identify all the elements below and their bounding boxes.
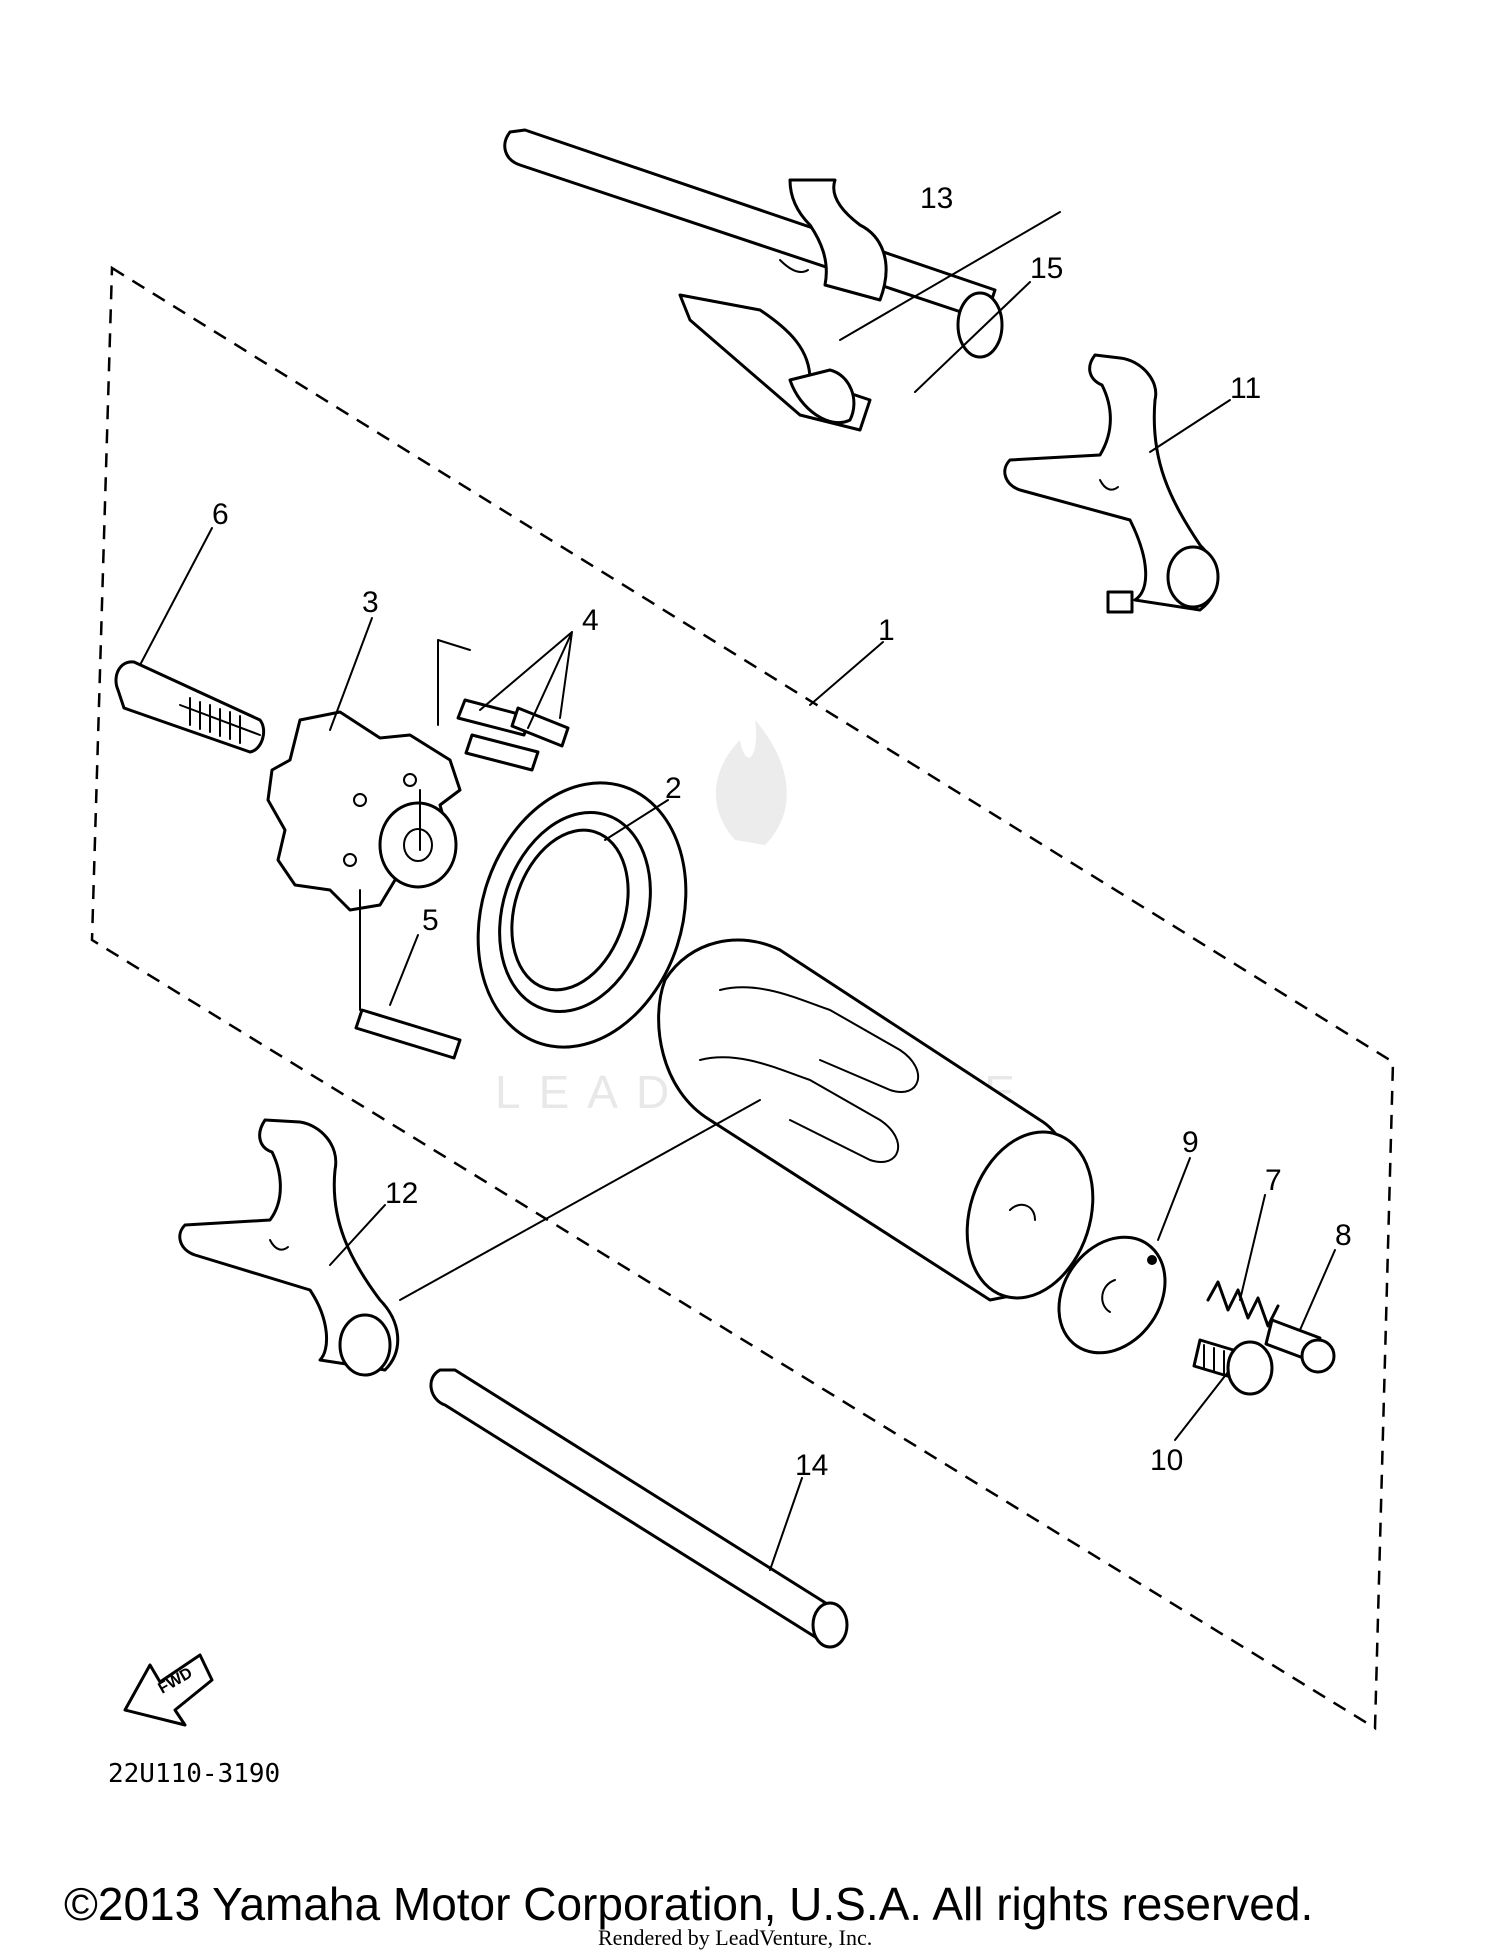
rendered-by: Rendered by LeadVenture, Inc.	[598, 1925, 872, 1950]
pin-5	[354, 889, 462, 1060]
callout-10: 10	[1150, 1444, 1183, 1477]
callout-9: 9	[1182, 1126, 1199, 1159]
callout-7: 7	[1265, 1164, 1282, 1197]
callout-3: 3	[362, 586, 379, 619]
fwd-arrow-icon: FWD	[123, 1653, 214, 1727]
callout-4: 4	[582, 604, 599, 637]
shift-fork-11	[1003, 353, 1220, 614]
callout-15: 15	[1030, 252, 1063, 285]
callout-14: 14	[795, 1449, 828, 1482]
shift-fork-12	[178, 1118, 400, 1377]
callout-6: 6	[212, 498, 229, 531]
drum-fork-leader	[399, 1099, 761, 1301]
shift-fork-13	[503, 128, 1004, 432]
callout-numbers: 1 2 3 4 5 6 7 8 9 10 11 12 13 14 15	[212, 182, 1352, 1482]
callout-11: 11	[1230, 372, 1261, 405]
callout-2: 2	[665, 772, 682, 805]
bolt-6	[114, 660, 266, 754]
diagram-code: 22U110-3190	[108, 1759, 280, 1789]
segment-3	[266, 710, 462, 912]
callout-8: 8	[1335, 1219, 1352, 1252]
callout-12: 12	[385, 1177, 418, 1210]
guide-bar-15-end	[956, 291, 1004, 359]
screw-10	[1192, 1338, 1274, 1396]
fork-11-bore	[1166, 545, 1220, 609]
fork-12-bore	[338, 1313, 392, 1377]
pin-8	[1264, 1318, 1336, 1374]
bearing-2	[476, 781, 688, 1049]
spring-7	[1206, 1280, 1280, 1328]
segment-3-hub	[378, 801, 458, 889]
plate-9	[1057, 1235, 1167, 1355]
guide-bar-14	[429, 1368, 849, 1649]
leader-lines	[139, 211, 1336, 1571]
callout-13: 13	[920, 182, 953, 215]
shift-drum	[657, 938, 1095, 1302]
callout-1: 1	[878, 614, 895, 647]
callout-5: 5	[422, 904, 439, 937]
assembly-boundary	[90, 265, 1395, 1731]
copyright-notice: ©2013 Yamaha Motor Corporation, U.S.A. A…	[64, 1878, 1313, 1930]
pins-4	[419, 639, 570, 851]
